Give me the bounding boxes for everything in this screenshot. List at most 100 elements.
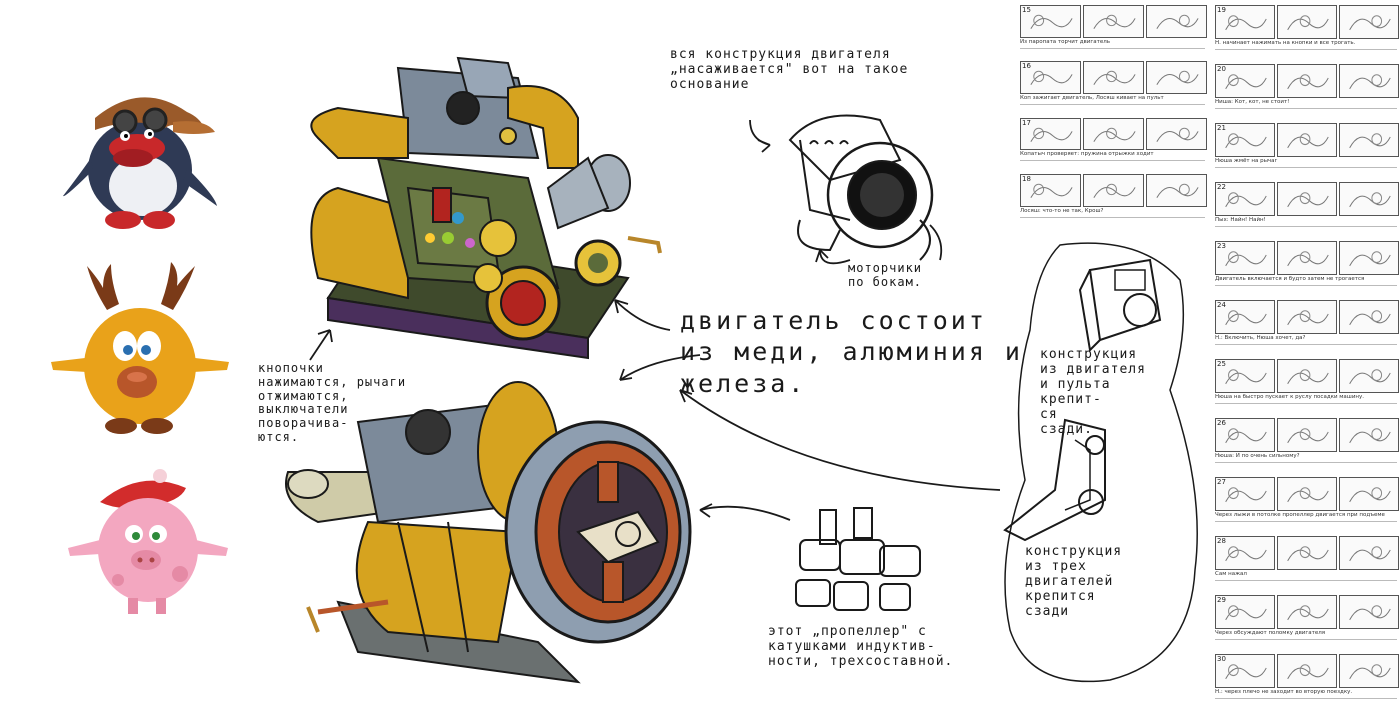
panel-sketch	[1030, 183, 1073, 198]
panel-sketch	[1225, 15, 1267, 31]
storyboard-shot-number: 22	[1217, 183, 1226, 191]
blob-outline	[1004, 242, 1198, 683]
storyboard-rule	[1020, 104, 1205, 106]
panel-sketch	[1349, 664, 1391, 680]
storyboard-panel	[1215, 595, 1275, 630]
storyboard-rule	[1020, 47, 1205, 49]
panel-sketch	[1287, 74, 1329, 90]
panel-sketch	[1287, 369, 1329, 385]
propeller-sketch	[795, 507, 921, 611]
panel-sketch	[1287, 251, 1329, 267]
panel-sketch	[1287, 428, 1329, 444]
panel-sketch	[1030, 14, 1073, 29]
panel-sketch	[1287, 605, 1329, 621]
panel-sketch	[1225, 310, 1267, 326]
note-engine-materials: двигатель состоит из меди, алюминия и же…	[680, 306, 1023, 398]
panel-sketch	[1287, 192, 1329, 208]
storyboard-shot-number: 18	[1022, 174, 1031, 183]
panel-sketch	[1093, 71, 1136, 86]
panel-sketch	[1287, 133, 1329, 149]
panel-sketch	[1156, 71, 1199, 86]
storyboard-rule	[1215, 49, 1397, 51]
storyboard-caption: Двигатель включается и будто затем не тр…	[1215, 276, 1365, 283]
panel-sketch	[1349, 310, 1391, 326]
storyboard-panel	[1146, 117, 1207, 151]
storyboard-caption: Коп зажигает двигатель, Лосяш кивает на …	[1020, 95, 1164, 102]
storyboard-panel	[1339, 477, 1399, 512]
storyboard-rule	[1215, 639, 1397, 641]
storyboard-rule	[1215, 285, 1397, 287]
panel-sketch	[1225, 251, 1267, 267]
note-construction-console: конструкция из двигателя и пульта крепит…	[1040, 347, 1146, 437]
storyboard-panel	[1215, 359, 1275, 394]
storyboard-column-right: 19 Н. начинает нажимать на кнопки и все т…	[1215, 5, 1399, 713]
panel-sketch	[1156, 127, 1199, 142]
storyboard-shot-number: 19	[1217, 6, 1226, 14]
storyboard-panel	[1277, 5, 1337, 40]
storyboard-rule	[1020, 216, 1205, 218]
panel-sketch	[1287, 310, 1329, 326]
storyboard-shot-number: 28	[1217, 537, 1226, 545]
storyboard-panel	[1277, 300, 1337, 335]
panel-sketch	[1349, 487, 1391, 503]
storyboard-panel	[1277, 241, 1337, 276]
storyboard-panel	[1277, 477, 1337, 512]
panel-sketch	[1225, 487, 1267, 503]
storyboard-panel	[1339, 64, 1399, 99]
storyboard-panel	[1339, 300, 1399, 335]
panel-sketch	[1156, 14, 1199, 29]
storyboard-rule	[1215, 344, 1397, 346]
storyboard-panel	[1277, 64, 1337, 99]
storyboard-panel	[1215, 241, 1275, 276]
panel-sketch	[1093, 14, 1136, 29]
storyboard-shot-number: 17	[1022, 118, 1031, 127]
note-buttons: кнопочки нажимаются, рычаги отжимаются, …	[258, 361, 407, 444]
storyboard-panel	[1277, 595, 1337, 630]
storyboard-rule	[1215, 521, 1397, 523]
panel-sketch	[1225, 369, 1267, 385]
storyboard-rule	[1020, 160, 1205, 162]
panel-sketch	[1093, 127, 1136, 142]
penguin-character	[63, 97, 217, 229]
panel-sketch	[1349, 428, 1391, 444]
panel-sketch	[1287, 664, 1329, 680]
storyboard-panel	[1215, 536, 1275, 571]
note-side-motors: моторчики по бокам.	[848, 261, 923, 289]
storyboard-shot-number: 24	[1217, 301, 1226, 309]
storyboard-rule	[1215, 462, 1397, 464]
storyboard-panel	[1277, 418, 1337, 453]
storyboard-panel	[1083, 173, 1144, 207]
storyboard-caption: Сам нажал	[1215, 571, 1247, 578]
storyboard-panel	[1083, 61, 1144, 95]
storyboard-shot-number: 25	[1217, 360, 1226, 368]
panel-sketch	[1287, 15, 1329, 31]
storyboard-caption: Пых: Найн! Найн!	[1215, 217, 1266, 224]
storyboard-panel	[1277, 359, 1337, 394]
panel-sketch	[1349, 251, 1391, 267]
panel-sketch	[1225, 664, 1267, 680]
storyboard-caption: Из паропата торчит двигатель	[1020, 38, 1110, 45]
elk-character	[51, 262, 229, 434]
storyboard-panel	[1339, 5, 1399, 40]
console-sketch	[1078, 258, 1162, 353]
storyboard-panel	[1277, 654, 1337, 689]
panel-sketch	[1225, 74, 1267, 90]
storyboard-caption: Копатыч проверяет: пружина отрыжки ходит	[1020, 151, 1154, 158]
engine-illustration-top	[310, 56, 662, 360]
storyboard-caption: Н.: через плечо не заходит во вторую пое…	[1215, 689, 1353, 696]
panel-sketch	[1287, 487, 1329, 503]
engine-base-sketch	[788, 114, 934, 261]
storyboard-caption: Нюша на быстро пускает к руслу посадки м…	[1215, 394, 1364, 401]
storyboard-panel	[1020, 173, 1081, 207]
storyboard-rule	[1215, 580, 1397, 582]
storyboard-panel	[1146, 61, 1207, 95]
frame-sketch	[1003, 418, 1106, 542]
storyboard-panel	[1339, 359, 1399, 394]
note-base-construction: вся конструкция двигателя „насаживается"…	[670, 47, 909, 92]
storyboard-panel	[1215, 300, 1275, 335]
storyboard-panel	[1339, 536, 1399, 571]
storyboard-rule	[1215, 226, 1397, 228]
storyboard-caption: Н. начинает нажимать на кнопки и все тро…	[1215, 40, 1356, 47]
panel-sketch	[1225, 133, 1267, 149]
